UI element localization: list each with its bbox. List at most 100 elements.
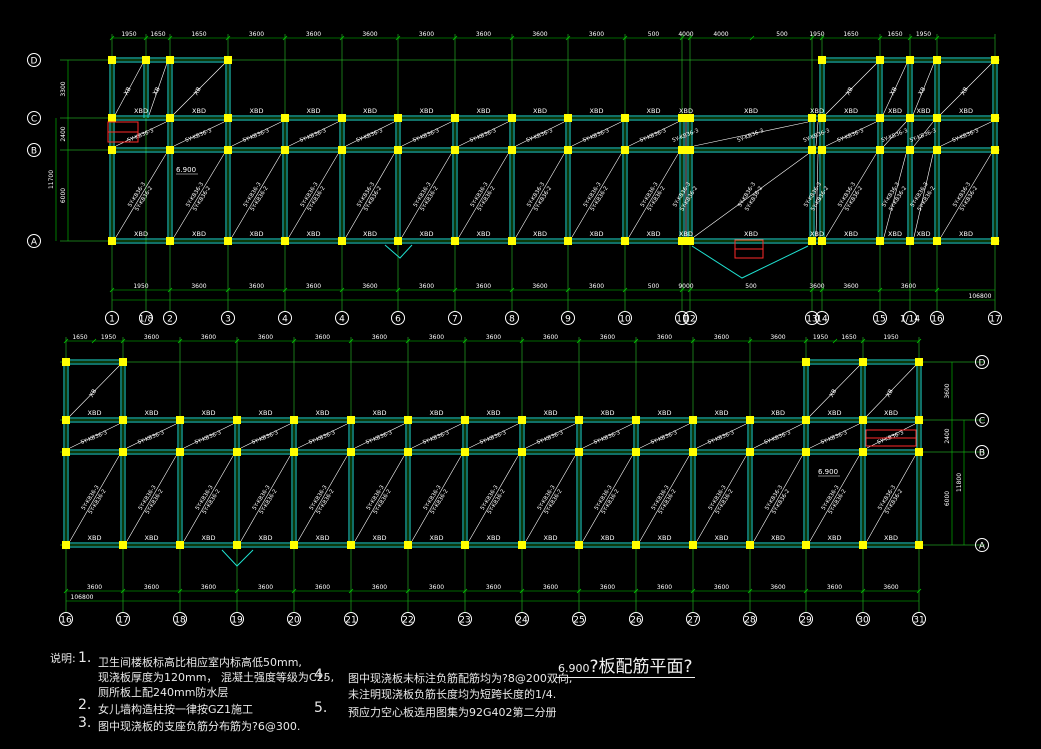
dim-top-8: 3600 [532, 31, 547, 38]
strip-slab-diag-14 [866, 423, 916, 449]
dim-tick-bottom-12 [809, 287, 815, 293]
column-2-1 [176, 448, 184, 456]
dim-bottom-14: 3600 [883, 584, 898, 591]
room-slab-label-10: XBD [658, 534, 672, 542]
room-slab-diag-8 [525, 455, 576, 542]
strip-slab-label-13: XBD [844, 107, 858, 115]
strip-slab-label-9: XBD [647, 107, 661, 115]
dim-top-0: 1650 [72, 334, 87, 341]
column-16-0 [933, 237, 941, 245]
column-15-2 [915, 416, 923, 424]
dim-tick-top-15 [832, 338, 838, 344]
dim-tick-top-11 [633, 338, 639, 344]
dim-bottom-8: 3600 [543, 584, 558, 591]
strip-slab-diag-1 [173, 121, 225, 147]
column-14-2 [876, 114, 884, 122]
column-8-2 [518, 416, 526, 424]
room-slab-diag-3 [240, 455, 291, 542]
dim-tick-bottom-11 [687, 287, 693, 293]
room-slab-label-4: XBD [316, 534, 330, 542]
dim-bottom-7: 3600 [486, 584, 501, 591]
axis-bubble-4-label: 4 [282, 315, 288, 325]
column-5-1 [347, 448, 355, 456]
column-2-0 [176, 541, 184, 549]
strip-slab-label-10: XBD [679, 107, 693, 115]
column-11-0 [686, 237, 694, 245]
dim-tick-top-1 [91, 338, 97, 344]
room-slab-label-1: XBD [192, 230, 206, 238]
room-slab-diag-1 [126, 455, 177, 542]
wing-column-0-1 [142, 56, 150, 64]
axis-bubble-8-circle [515, 612, 529, 626]
wing-slab-label-1-1: XB [889, 86, 899, 97]
dim-tick-top-9 [565, 35, 571, 41]
side-dim-1: 2400 [60, 126, 67, 141]
dim-tick-top-11 [679, 35, 685, 41]
column-7-2 [508, 114, 516, 122]
column-9-1 [621, 146, 629, 154]
strip-slab-diag-5 [354, 423, 405, 449]
column-3-1 [281, 146, 289, 154]
column-15-1 [915, 448, 923, 456]
column-1-2 [166, 114, 174, 122]
row-bubble-1-circle [975, 413, 989, 427]
dim-tick-top-16 [860, 338, 866, 344]
room-slab-label-16: XBD [959, 230, 973, 238]
dim-bottom-0: 1950 [133, 283, 148, 290]
column-13-1 [802, 448, 810, 456]
dim-tick-top-14 [809, 35, 815, 41]
plan-title-text: ?板配筋平面? [589, 657, 693, 677]
column-2-2 [224, 114, 232, 122]
dim-bottom-2: 3600 [249, 283, 264, 290]
column-12-1 [808, 146, 816, 154]
axis-bubble-13-label: 29 [800, 616, 812, 626]
room-slab-diag-14 [866, 455, 916, 542]
strip-slab-diag-10 [639, 423, 690, 449]
column-5-2 [347, 416, 355, 424]
strip-slab-diag-0 [69, 423, 120, 449]
room-slab-diag-2 [231, 153, 282, 238]
notes-label: 说明: [50, 652, 76, 665]
wing-slab-label-0-2: XB [193, 86, 203, 97]
column-5-0 [347, 541, 355, 549]
strip-slab-label-6: XBD [430, 409, 444, 417]
strip-slab-diag-9 [628, 121, 679, 147]
axis-bubble-10-label: 10 [619, 315, 631, 325]
dim-tick-bottom-5 [395, 287, 401, 293]
room-slab-label-0: XBD [134, 230, 148, 238]
dim-tick-top-12 [690, 338, 696, 344]
strip-slab-code-15: 5Y-KB36-3 [909, 128, 938, 144]
column-2-0 [224, 237, 232, 245]
wing-slab-label-0-0: XB [123, 86, 133, 97]
strip-slab-diag-12 [753, 423, 803, 449]
strip-slab-code-2: 5Y-KB36-3 [242, 128, 271, 144]
strip-slab-diag-7 [468, 423, 519, 449]
strip-slab-label-5: XBD [420, 107, 434, 115]
strip-slab-label-5: XBD [373, 409, 387, 417]
room-slab-diag-0 [115, 153, 167, 238]
axis-bubble-10-circle [618, 311, 632, 325]
wing-slab-diag-1-0 [824, 62, 878, 116]
column-10-1 [632, 448, 640, 456]
strip-slab-code-11: 5Y-KB36-3 [707, 430, 736, 446]
row-bubble-1-circle [27, 111, 41, 125]
strip-slab-diag-13 [809, 423, 860, 449]
dim-top-6: 3600 [372, 334, 387, 341]
column-10-1 [678, 146, 686, 154]
dim-tick-bottom-10 [679, 287, 685, 293]
dim-tick-bottom-8 [519, 588, 525, 594]
room-slab-label-14: XBD [888, 230, 902, 238]
dim-tick-top-5 [291, 338, 297, 344]
axis-bubble-0-label: 16 [60, 616, 72, 626]
room-slab-diag-2 [183, 455, 234, 542]
dim-tick-bottom-15 [916, 588, 922, 594]
strip-slab-label-3: XBD [307, 107, 321, 115]
wing-slab-diag-1-0 [808, 364, 861, 418]
room-slab-diag-9 [582, 455, 633, 542]
dim-bottom-7: 3600 [532, 283, 547, 290]
axis-bubble-12-circle [683, 311, 697, 325]
dim-bottom-11: 500 [745, 283, 757, 290]
balcony-outline-1 [384, 244, 413, 259]
axis-bubble-13-circle [805, 311, 819, 325]
room-slab-diag-12 [753, 455, 803, 542]
